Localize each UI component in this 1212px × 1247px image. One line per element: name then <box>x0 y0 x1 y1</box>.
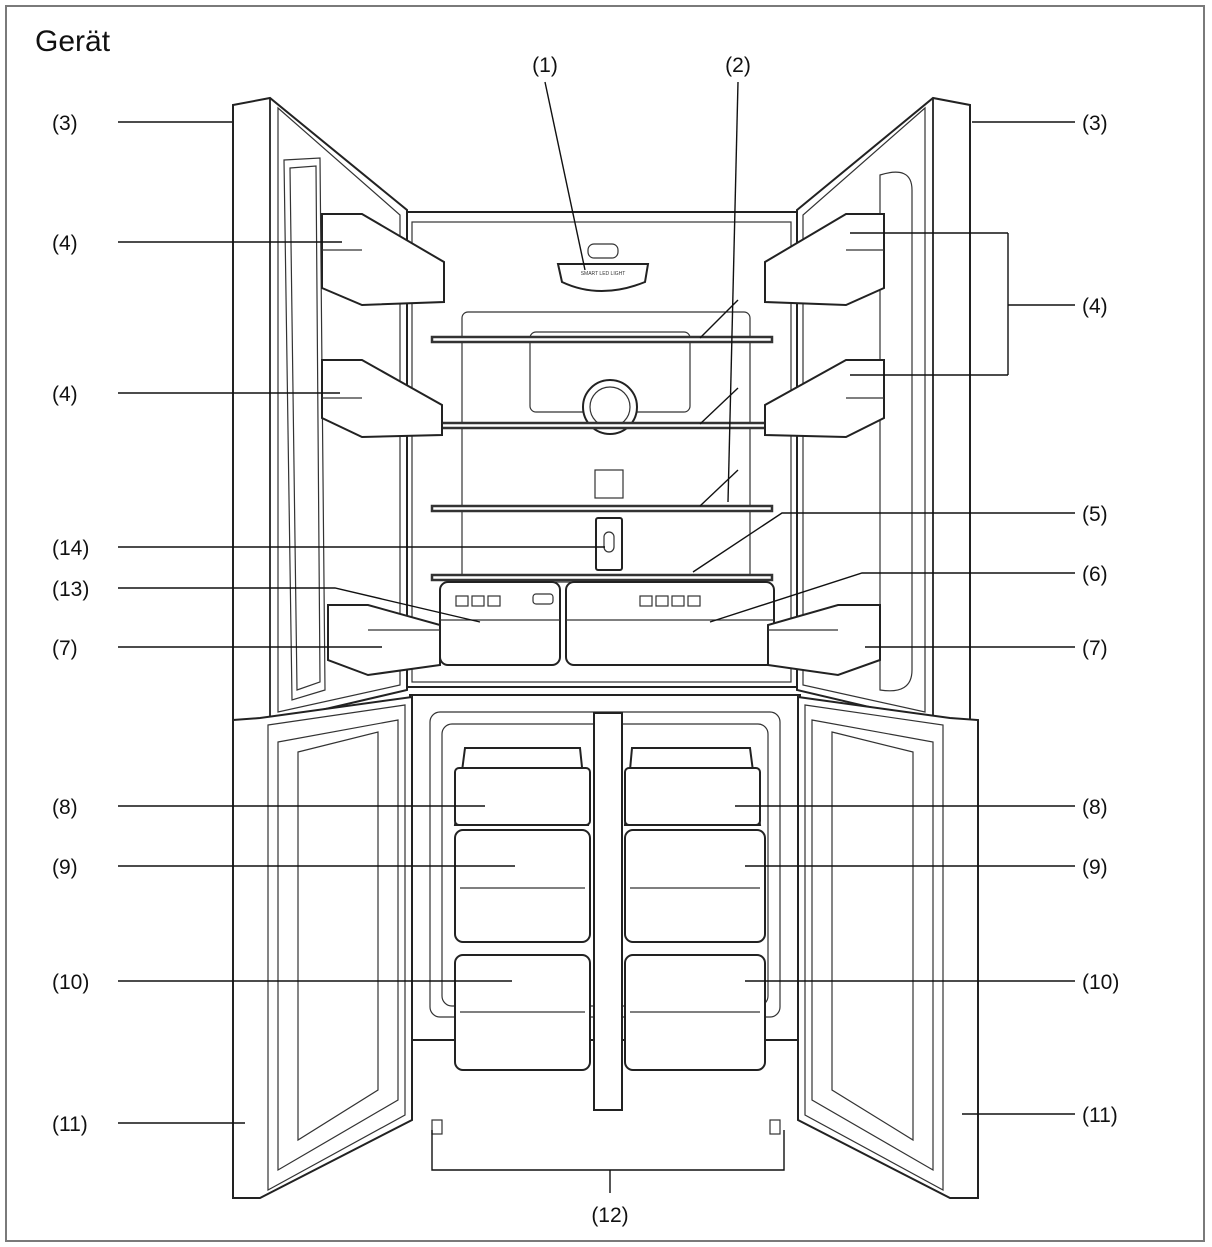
callout-10-left: (10) <box>52 971 89 994</box>
callout-4-left-mid: (4) <box>52 383 78 406</box>
left-door-bins <box>321 213 445 677</box>
leader-lines <box>118 81 1075 1193</box>
freezer-drawer-9-left <box>454 829 591 943</box>
callout-12: (12) <box>591 1204 628 1227</box>
callout-13: (13) <box>52 578 89 601</box>
diagram-frame <box>5 5 1205 1242</box>
foot-left <box>431 1119 443 1135</box>
callout-2: (2) <box>725 54 751 77</box>
center-mullion <box>593 712 623 1111</box>
callout-9-left: (9) <box>52 856 78 879</box>
left-freezer-door <box>232 695 413 1199</box>
callout-3-left: (3) <box>52 112 78 135</box>
freezer-drawer-9-right <box>624 829 766 943</box>
callout-7-left: (7) <box>52 637 78 660</box>
callout-1: (1) <box>532 54 558 77</box>
light-text: SMART LED LIGHT <box>581 271 626 277</box>
right-door-bins <box>764 213 885 677</box>
callout-11-right: (11) <box>1082 1104 1118 1127</box>
fan-cover <box>582 379 638 435</box>
callout-3-right: (3) <box>1082 112 1108 135</box>
callout-7-right: (7) <box>1082 637 1108 660</box>
callout-10-right: (10) <box>1082 971 1119 994</box>
callout-8-right: (8) <box>1082 796 1108 819</box>
temperature-control <box>595 517 623 571</box>
callout-6: (6) <box>1082 563 1108 586</box>
callout-14: (14) <box>52 537 89 560</box>
crisper-drawers <box>439 581 775 666</box>
callout-4-right: (4) <box>1082 295 1108 318</box>
callout-labels: (1) (2) (3) (3) (4) (4) (4) (5) (14) (6)… <box>52 54 1119 1227</box>
callout-4-left-top: (4) <box>52 232 78 255</box>
callout-8-left: (8) <box>52 796 78 819</box>
callout-11-left: (11) <box>52 1113 88 1136</box>
drawer-6 <box>565 581 775 666</box>
right-freezer-door <box>797 695 979 1199</box>
page-title: Gerät <box>35 25 111 58</box>
drawer-13 <box>439 581 561 666</box>
freezer-cabinet <box>409 694 801 1135</box>
foot-right <box>769 1119 781 1135</box>
callout-9-right: (9) <box>1082 856 1108 879</box>
led-light: SMART LED LIGHT <box>556 243 650 292</box>
callout-5: (5) <box>1082 503 1108 526</box>
